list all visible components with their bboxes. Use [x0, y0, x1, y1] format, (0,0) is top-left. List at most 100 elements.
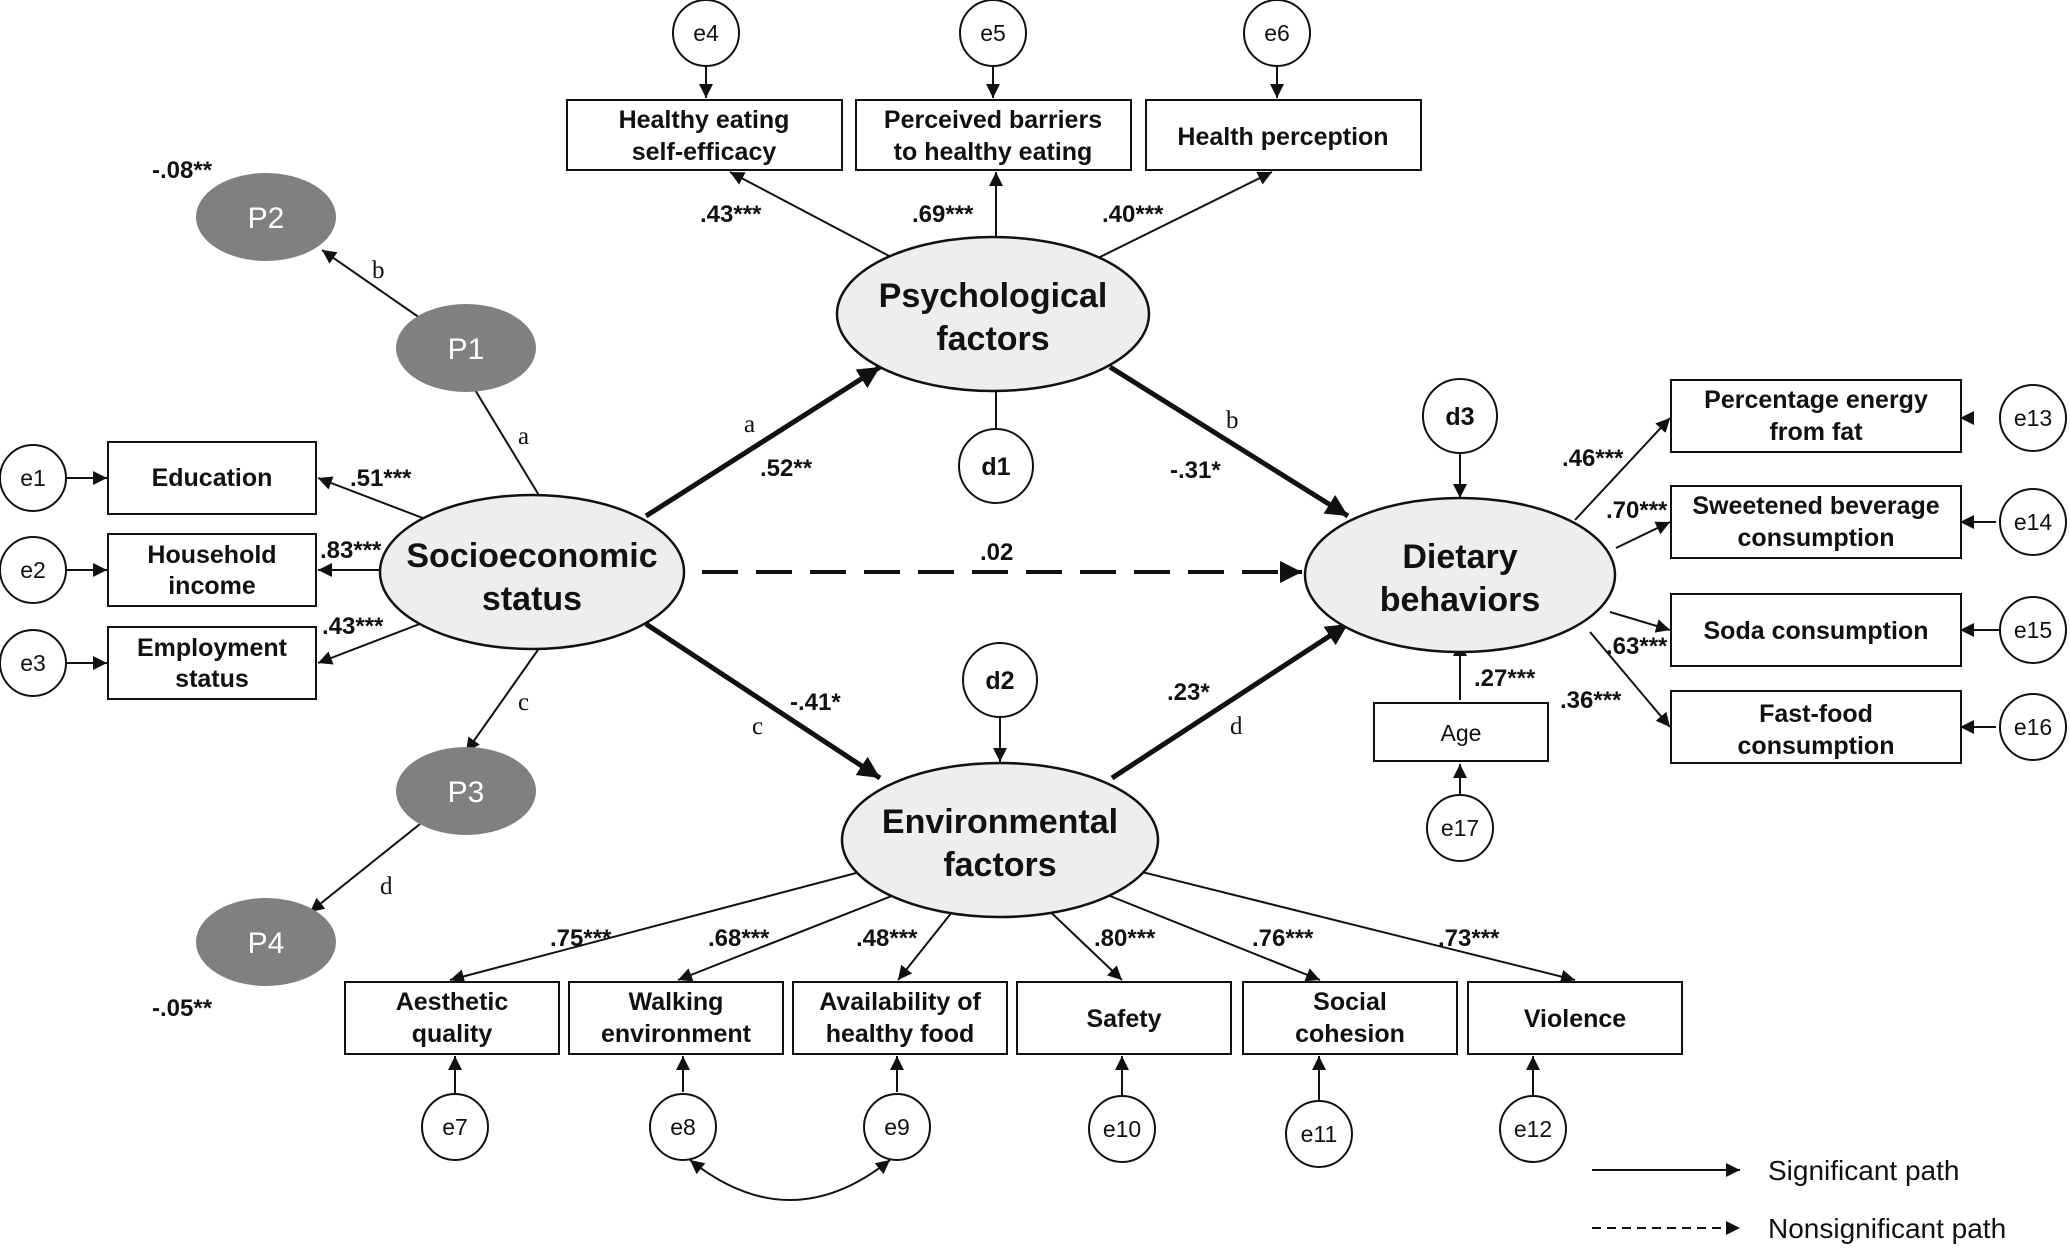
letter-b-mini: b	[372, 257, 385, 284]
path-ses-p1	[465, 374, 541, 498]
text-sweetened-2: consumption	[1738, 524, 1895, 552]
text-barriers-1: Perceived barriers	[884, 106, 1102, 134]
text-fast-food-1: Fast-food	[1759, 700, 1873, 728]
path-ses-psych	[644, 364, 882, 519]
text-e1: e1	[20, 465, 46, 491]
text-sweetened-1: Sweetened beverage	[1692, 492, 1939, 520]
text-e12: e12	[1514, 1116, 1552, 1142]
text-d1: d1	[981, 453, 1010, 481]
text-p4: P4	[248, 927, 285, 960]
text-soda: Soda consumption	[1704, 617, 1929, 645]
node-p4	[196, 898, 336, 986]
box-self-efficacy	[566, 99, 843, 171]
path-ses-p3	[465, 646, 541, 753]
loading-walking	[677, 891, 903, 982]
coef-ses-diet: .02	[980, 539, 1013, 566]
text-psych-1: Psychological	[879, 277, 1108, 315]
coef-sweetened: .70***	[1606, 497, 1668, 524]
loading-soda	[1609, 611, 1671, 633]
text-social-2: cohesion	[1295, 1020, 1405, 1048]
path-psych-diet	[1108, 364, 1350, 519]
letter-d-mini: d	[380, 873, 393, 900]
text-e8: e8	[670, 1114, 696, 1140]
coef-barriers: .69***	[912, 201, 974, 228]
text-e13: e13	[2014, 405, 2052, 431]
coef-social: .76***	[1252, 925, 1314, 952]
coef-violence: .73***	[1438, 925, 1500, 952]
box-safety	[1016, 981, 1232, 1055]
loading-self-efficacy	[729, 171, 894, 259]
loading-education	[317, 476, 429, 521]
coef-soda: .63***	[1606, 633, 1668, 660]
coef-self-efficacy: .43***	[700, 201, 762, 228]
text-e9: e9	[884, 1114, 910, 1140]
coef-psych-diet: -.31*	[1170, 457, 1221, 484]
residual-e15	[1999, 596, 2067, 664]
coef-ses-env: -.41*	[790, 689, 841, 716]
box-age	[1373, 702, 1549, 762]
latent-env	[840, 761, 1160, 919]
letter-a-mini: a	[518, 423, 529, 450]
text-e16: e16	[2014, 714, 2052, 740]
loading-health-perception	[1097, 171, 1273, 259]
text-aesthetic-2: quality	[412, 1020, 493, 1048]
coef-p4: -.05**	[152, 995, 213, 1022]
box-employment	[107, 626, 317, 700]
text-e7: e7	[442, 1114, 468, 1140]
loading-sweetened	[1615, 521, 1671, 549]
residual-e14	[1999, 488, 2067, 556]
coef-aesthetic: .75***	[550, 925, 612, 952]
box-soda	[1670, 593, 1962, 667]
coef-energy-fat: .46***	[1562, 445, 1624, 472]
residual-e8	[649, 1093, 717, 1161]
legend-nonsignificant: Nonsignificant path	[1768, 1213, 2006, 1244]
text-d3: d3	[1445, 403, 1474, 431]
box-aesthetic	[344, 981, 560, 1055]
text-e14: e14	[2014, 509, 2053, 535]
residual-e16	[1999, 693, 2067, 761]
box-sweetened	[1670, 485, 1962, 559]
coef-walking: .68***	[708, 925, 770, 952]
residual-e10	[1088, 1095, 1156, 1163]
path-p1-p2	[321, 249, 421, 319]
path-p3-p4	[309, 823, 421, 913]
coef-household-income: .83***	[320, 537, 382, 564]
text-ses-2: status	[482, 580, 582, 618]
text-age: Age	[1441, 720, 1482, 746]
text-e15: e15	[2014, 617, 2052, 643]
loading-energy-fat	[1574, 417, 1671, 521]
box-energy-fat	[1670, 379, 1962, 453]
coef-employment: .43***	[322, 613, 384, 640]
node-p3	[396, 747, 536, 835]
text-walking-2: environment	[601, 1020, 752, 1048]
text-diet-1: Dietary	[1402, 538, 1517, 576]
text-diet-2: behaviors	[1380, 581, 1541, 619]
loading-violence	[1141, 871, 1576, 984]
text-social-1: Social	[1313, 988, 1387, 1016]
text-env-2: factors	[943, 846, 1056, 884]
letter-a-structural: a	[744, 411, 755, 438]
residual-e6	[1243, 0, 1311, 67]
coef-fast-food: .36***	[1560, 687, 1622, 714]
text-p1: P1	[448, 333, 485, 366]
text-psych-2: factors	[936, 320, 1049, 358]
loading-safety	[1039, 901, 1123, 981]
residual-e5	[959, 0, 1027, 67]
residual-e3	[0, 629, 67, 697]
loading-social	[1099, 891, 1321, 982]
letter-c-structural: c	[752, 713, 763, 740]
residual-e7	[421, 1093, 489, 1161]
text-energy-fat-1: Percentage energy	[1704, 386, 1928, 414]
text-energy-fat-2: from fat	[1769, 418, 1863, 446]
text-health-perception: Health perception	[1177, 123, 1388, 151]
text-p3: P3	[448, 776, 485, 809]
latent-psych	[835, 235, 1151, 393]
residual-e12	[1499, 1095, 1567, 1163]
text-ses-1: Socioeconomic	[406, 537, 657, 575]
residual-e1	[0, 444, 67, 512]
disturbance-d2	[962, 642, 1038, 718]
text-e5: e5	[980, 20, 1006, 46]
text-e2: e2	[20, 557, 46, 583]
text-e4: e4	[693, 20, 719, 46]
text-d2: d2	[985, 667, 1014, 695]
